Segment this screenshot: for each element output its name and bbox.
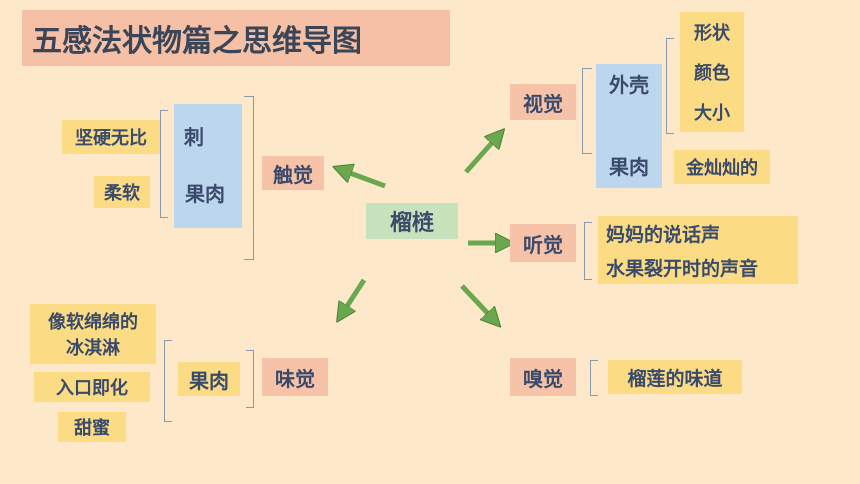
sight-part-flesh: 果肉 xyxy=(609,154,649,179)
touch-parts-box xyxy=(174,104,242,228)
sight-bracket xyxy=(582,68,592,154)
taste-part-flesh: 果肉 xyxy=(178,362,240,396)
touch-detail-bracket xyxy=(160,110,168,218)
smell-detail: 榴莲的味道 xyxy=(608,360,742,394)
arrow-to-sight xyxy=(464,136,498,174)
taste-detail-icecream: 像软绵绵的 冰淇淋 xyxy=(30,304,156,364)
smell-bracket xyxy=(590,360,598,396)
center-node: 榴梿 xyxy=(366,203,458,239)
touch-label: 触觉 xyxy=(262,156,324,190)
sight-label: 视觉 xyxy=(510,84,576,120)
touch-detail-hard: 坚硬无比 xyxy=(62,120,160,154)
taste-bracket xyxy=(246,350,254,408)
hearing-detail-mom: 妈妈的说话声 xyxy=(606,223,721,246)
page-title: 五感法状物篇之思维导图 xyxy=(22,10,450,66)
taste-detail-bracket xyxy=(164,340,172,422)
touch-bracket xyxy=(244,96,254,260)
taste-detail-icecream-line2: 冰淇淋 xyxy=(66,338,120,359)
hearing-details: 妈妈的说话声 水果裂开时的声音 xyxy=(598,216,798,284)
touch-part-flesh: 果肉 xyxy=(185,181,225,206)
arrow-to-touch xyxy=(342,170,386,189)
arrow-to-taste xyxy=(342,278,367,314)
taste-detail-icecream-line1: 像软绵绵的 xyxy=(48,312,138,333)
taste-detail-sweet: 甜蜜 xyxy=(58,412,126,442)
sight-detail-color: 颜色 xyxy=(694,63,730,84)
hearing-bracket xyxy=(584,222,592,280)
hearing-detail-crack: 水果裂开时的声音 xyxy=(606,257,759,280)
taste-detail-melt: 入口即化 xyxy=(34,372,150,402)
touch-detail-soft: 柔软 xyxy=(94,176,150,208)
smell-label: 嗅觉 xyxy=(510,358,576,396)
arrow-to-smell xyxy=(460,284,494,320)
touch-part-spike: 刺 xyxy=(184,124,204,149)
sight-shell-bracket xyxy=(666,38,674,134)
sight-detail-shape: 形状 xyxy=(694,23,730,44)
sight-detail-size: 大小 xyxy=(694,103,730,124)
sight-part-shell: 外壳 xyxy=(609,72,649,97)
taste-label: 味觉 xyxy=(262,358,328,396)
hearing-label: 听觉 xyxy=(510,224,576,262)
sight-shell-details: 形状 颜色 大小 xyxy=(680,12,744,132)
sight-detail-golden: 金灿灿的 xyxy=(674,150,770,184)
sight-parts-box xyxy=(596,64,662,188)
